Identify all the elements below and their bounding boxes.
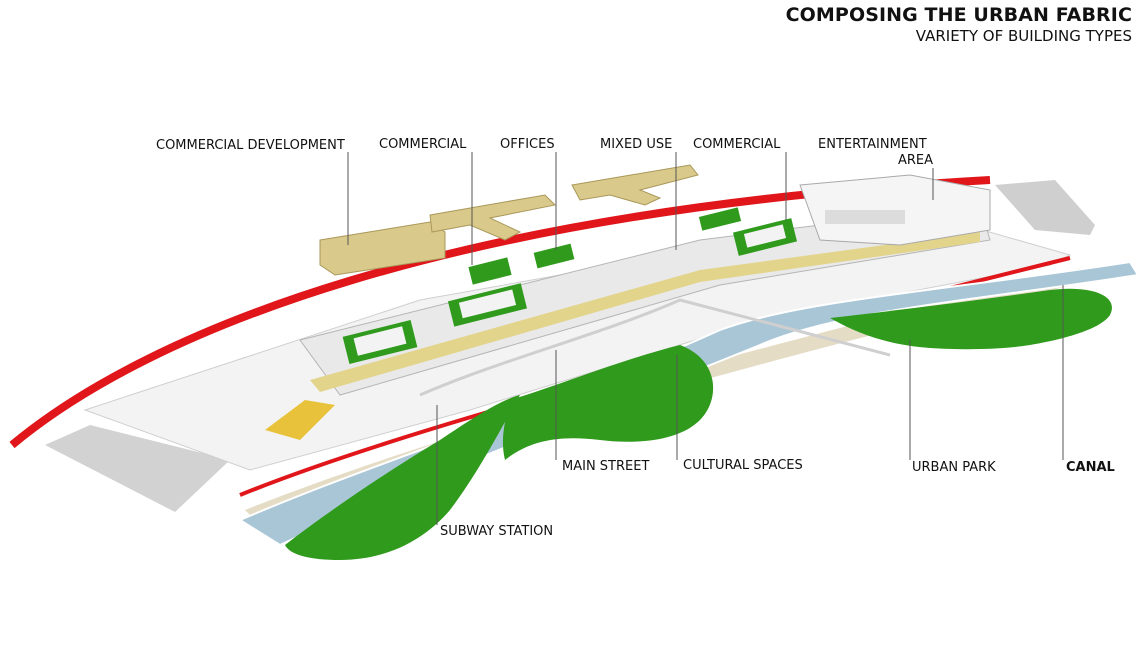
label-commercial-2: COMMERCIAL bbox=[693, 137, 781, 152]
label-area: AREA bbox=[898, 153, 934, 168]
yellow-plaza bbox=[265, 400, 335, 440]
ground-slab bbox=[45, 425, 230, 512]
park-left bbox=[285, 395, 520, 560]
roof-green-4 bbox=[468, 257, 512, 285]
park-right bbox=[830, 288, 1112, 350]
diagram-title: COMPOSING THE URBAN FABRIC bbox=[785, 4, 1132, 26]
label-mixed-use: MIXED USE bbox=[600, 137, 673, 152]
right-grey-slab bbox=[995, 180, 1095, 235]
park-middle bbox=[502, 345, 714, 460]
floating-slab-1 bbox=[319, 221, 446, 276]
label-main-street: MAIN STREET bbox=[562, 459, 650, 474]
label-subway-station: SUBWAY STATION bbox=[440, 524, 554, 539]
diagram-subtitle: VARIETY OF BUILDING TYPES bbox=[915, 27, 1132, 45]
label-cultural-spaces: CULTURAL SPACES bbox=[683, 458, 803, 473]
label-offices: OFFICES bbox=[500, 137, 555, 152]
red-ring-outer bbox=[9, 176, 991, 449]
label-commercial-1: COMMERCIAL bbox=[379, 137, 467, 152]
label-entertainment: ENTERTAINMENT bbox=[818, 137, 927, 152]
roof-green-5 bbox=[533, 243, 575, 269]
yellow-strip bbox=[310, 232, 980, 392]
label-urban-park: URBAN PARK bbox=[912, 460, 996, 475]
callout-lines bbox=[347, 152, 1064, 525]
label-canal: CANAL bbox=[1066, 460, 1115, 475]
floating-slab-2 bbox=[429, 194, 557, 241]
label-commercial-development: COMMERCIAL DEVELOPMENT bbox=[156, 138, 345, 153]
diagram-title-block: COMPOSING THE URBAN FABRIC VARIETY OF BU… bbox=[786, 4, 1132, 45]
roof-green-6 bbox=[698, 207, 742, 231]
pedestrian-bridge bbox=[419, 298, 891, 397]
floating-slab-3 bbox=[571, 164, 699, 206]
